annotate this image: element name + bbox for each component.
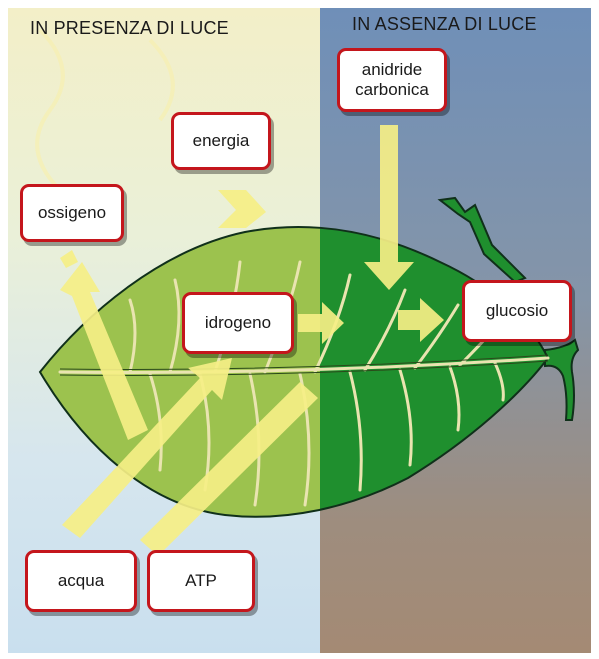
light-rays: [37, 30, 173, 190]
label-glucosio: glucosio: [462, 280, 572, 342]
anidride-arrow: [364, 125, 414, 290]
label-idrogeno: idrogeno: [182, 292, 294, 354]
label-ossigeno: ossigeno: [20, 184, 124, 242]
heading-light-phase: IN PRESENZA DI LUCE: [30, 18, 229, 39]
label-acqua: acqua: [25, 550, 137, 612]
label-energia: energia: [171, 112, 271, 170]
label-atp: ATP: [147, 550, 255, 612]
label-anidride-carbonica: anidride carbonica: [337, 48, 447, 112]
leaf-stem: [545, 340, 578, 420]
energia-arrow: [218, 190, 266, 228]
heading-dark-phase: IN ASSENZA DI LUCE: [352, 14, 537, 35]
